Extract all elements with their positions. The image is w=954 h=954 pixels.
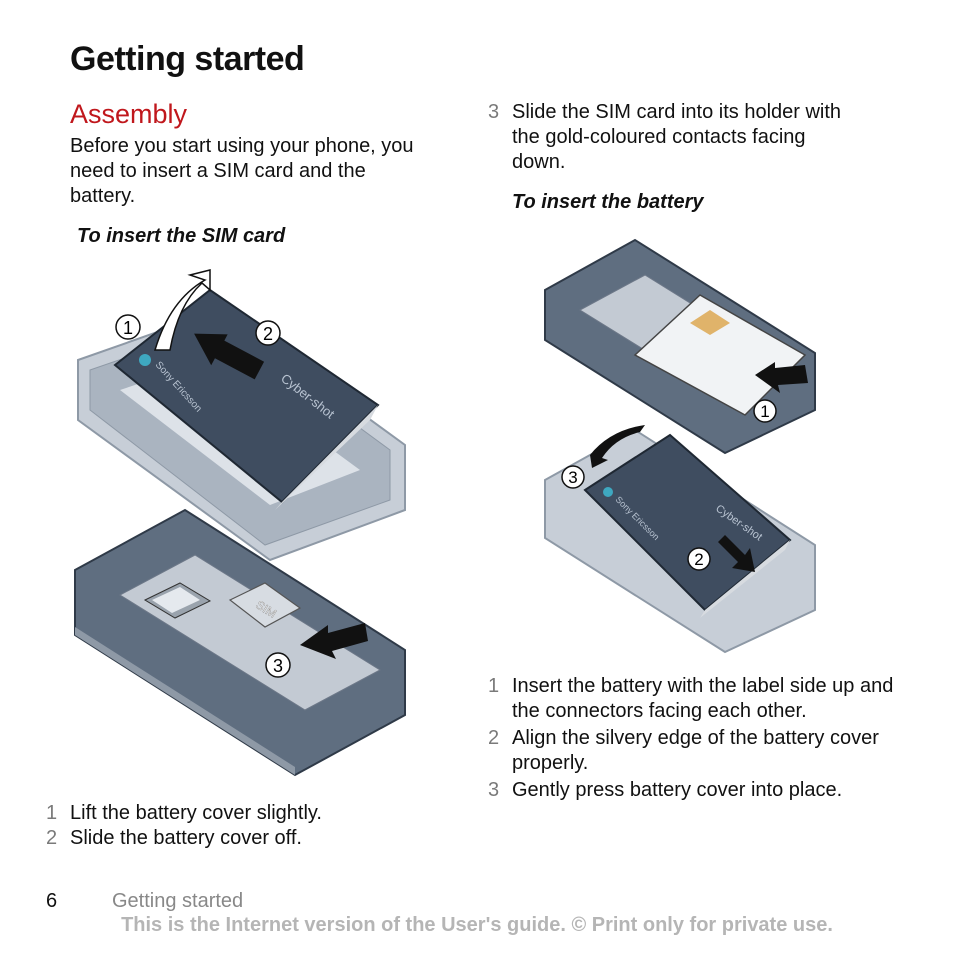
callout-1: 1 <box>115 314 141 340</box>
callout-2b: 2 <box>687 547 711 571</box>
sim-insert-illustration: SIM 3 <box>74 508 406 777</box>
svg-text:3: 3 <box>273 656 283 676</box>
svg-text:1: 1 <box>123 318 133 338</box>
footer-note: This is the Internet version of the User… <box>121 914 833 936</box>
arrow-lower-icon <box>590 425 645 468</box>
battery-cover-lifted: Sony Ericsson Cyber-shot <box>113 288 380 510</box>
intro-paragraph: Before you start using your phone, you n… <box>70 135 414 207</box>
sim-card: SIM <box>228 582 302 628</box>
battery-cover-close-illustration: Sony Ericsson Cyber-shot 3 2 <box>544 425 816 654</box>
svg-text:2: 2 <box>694 550 703 569</box>
callout-1b: 1 <box>753 399 777 423</box>
svg-text:3: 3 <box>568 468 577 487</box>
page-title: Getting started <box>70 40 305 78</box>
callout-2: 2 <box>255 320 281 346</box>
svg-text:2: 2 <box>263 324 273 344</box>
sim-heading: To insert the SIM card <box>77 225 286 247</box>
section-heading: Assembly <box>70 99 188 129</box>
callout-3b: 3 <box>561 465 585 489</box>
arrow-lift-icon <box>153 269 211 351</box>
callout-3: 3 <box>265 652 291 678</box>
arrow-slide-icon <box>194 333 265 380</box>
footer-section-label: Getting started <box>112 890 244 912</box>
battery-heading: To insert the battery <box>512 191 704 213</box>
arrow-insert-sim-icon <box>300 623 368 659</box>
page-number: 6 <box>46 890 58 912</box>
battery <box>633 294 807 416</box>
arrow-press-icon <box>718 535 755 572</box>
sim-holder <box>143 582 212 619</box>
svg-text:1: 1 <box>760 402 769 421</box>
arrow-insert-battery-icon <box>755 362 808 393</box>
battery-insert-illustration: 1 <box>544 238 816 455</box>
sim-cover-illustration: Sony Ericsson Cyber-shot 1 2 <box>77 269 406 562</box>
